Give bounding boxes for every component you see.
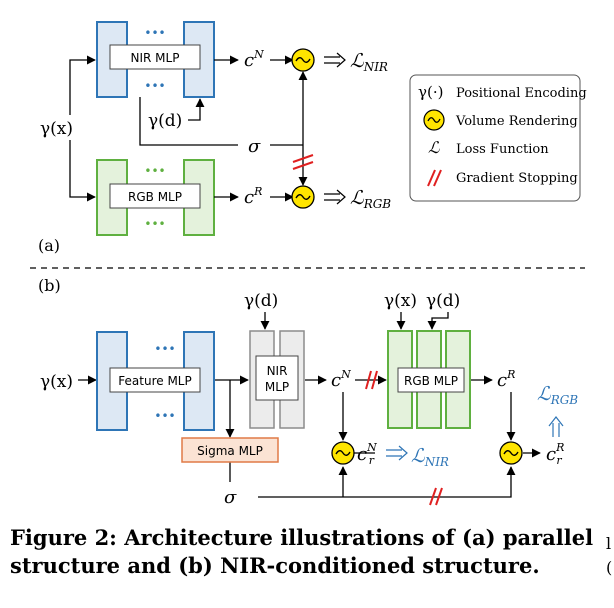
panel-a-gradient-stop [292, 154, 314, 170]
panel-a-rgb-mlp-block: RGB MLP ••• ••• [96, 159, 215, 236]
panel-b-input-2: γ(x) [384, 291, 417, 311]
panel-a-loss-rgb: ℒRGB [350, 187, 391, 211]
svg-text:cRr: cRr [546, 441, 564, 467]
legend: γ(·) Positional Encoding Volume Renderin… [409, 74, 587, 202]
panel-a-loss-nir: ℒNIR [350, 50, 388, 74]
panel-b-nir-mlp-label-1: NIR [267, 364, 288, 378]
panel-a-view-dir-label: γ(d) [148, 111, 182, 131]
panel-a-render-rgb [291, 185, 315, 209]
panel-b-view-dir-1: γ(d) [244, 291, 278, 311]
panel-b-sigma-mlp-label: Sigma MLP [197, 444, 263, 458]
svg-text:ℒNIR: ℒNIR [350, 50, 388, 74]
panel-a-render-nir [291, 48, 315, 72]
panel-a-rgb-ellipsis-bottom: ••• [144, 217, 165, 231]
legend-text-render: Volume Rendering [455, 114, 578, 129]
svg-text:cR: cR [497, 368, 515, 391]
panel-b-view-dir-2: γ(d) [426, 291, 460, 311]
panel-b-loss-arrow-rgb [548, 416, 564, 437]
svg-text:cR: cR [244, 185, 262, 208]
panel-b-c-n: cN [331, 368, 351, 391]
svg-text:ℒRGB: ℒRGB [350, 187, 391, 211]
panel-a-nir-mlp-label: NIR MLP [131, 51, 180, 65]
legend-symbol-encoding: γ(·) [418, 83, 443, 101]
panel-a-input-label: γ(x) [40, 119, 73, 139]
panel-a-label: (a) [38, 236, 60, 255]
panel-b-render-rgb [499, 441, 523, 465]
edge-mark-1: l [606, 534, 612, 553]
panel-b-sigma: σ [224, 487, 237, 508]
edge-mark-2: ( [606, 558, 613, 577]
panel-b-gradient-stop-2 [429, 487, 443, 506]
panel-b-loss-rgb: ℒRGB [537, 383, 578, 407]
panel-b-feature-mlp-block: Feature MLP ••• ••• [96, 331, 215, 431]
panel-b-gradient-stop-1 [365, 370, 378, 390]
panel-b-arrows [78, 312, 541, 498]
panel-b-rgb-mlp-label: RGB MLP [404, 374, 458, 388]
svg-text:cN: cN [244, 48, 264, 71]
panel-b-loss-nir: ℒNIR [411, 445, 449, 469]
panel-b-nir-mlp-label-2: MLP [265, 380, 289, 394]
legend-text-gradient: Gradient Stopping [456, 171, 578, 186]
panel-b-feature-ellipsis-top: ••• [154, 342, 175, 356]
panel-b-rgb-mlp-block: RGB MLP [387, 330, 471, 429]
legend-text-loss: Loss Function [456, 142, 549, 157]
legend-gradient-stop-icon [427, 169, 442, 187]
panel-b-render-nir [331, 441, 355, 465]
panel-b-feature-mlp-label: Feature MLP [118, 374, 191, 388]
architecture-diagram: NIR MLP ••• ••• RGB MLP ••• ••• γ(x) γ(d… [30, 21, 587, 508]
panel-b-feature-ellipsis-bottom: ••• [154, 409, 175, 423]
svg-text:cNr: cNr [357, 441, 377, 467]
panel-b-nir-mlp-block: NIR MLP [249, 330, 305, 429]
panel-a-nir-ellipsis-top: ••• [144, 26, 165, 40]
legend-symbol-loss: ℒ [428, 138, 440, 157]
panel-b-sigma-mlp-block: Sigma MLP [181, 437, 279, 463]
panel-a-rgb-ellipsis-top: ••• [144, 164, 165, 178]
svg-text:ℒRGB: ℒRGB [537, 383, 578, 407]
panel-a-c-n: cN [244, 48, 264, 71]
panel-a-rgb-mlp-label: RGB MLP [128, 190, 182, 204]
legend-render-icon [423, 109, 445, 131]
legend-text-encoding: Positional Encoding [456, 86, 587, 101]
panel-b-label: (b) [38, 276, 61, 295]
panel-b-input-label: γ(x) [40, 372, 73, 392]
panel-a-sigma: σ [248, 136, 261, 157]
panel-a-nir-mlp-block: NIR MLP ••• ••• [96, 21, 215, 98]
svg-text:ℒNIR: ℒNIR [411, 445, 449, 469]
panel-a-c-r: cR [244, 185, 262, 208]
panel-a-nir-ellipsis-bottom: ••• [144, 79, 165, 93]
panel-a-loss-arrows [324, 52, 346, 205]
svg-text:cN: cN [331, 368, 351, 391]
panel-b-loss-arrow-nir [386, 445, 408, 461]
panel-b-c-r: cR [497, 368, 515, 391]
figure-caption: Figure 2: Architecture illustrations of … [10, 525, 594, 578]
